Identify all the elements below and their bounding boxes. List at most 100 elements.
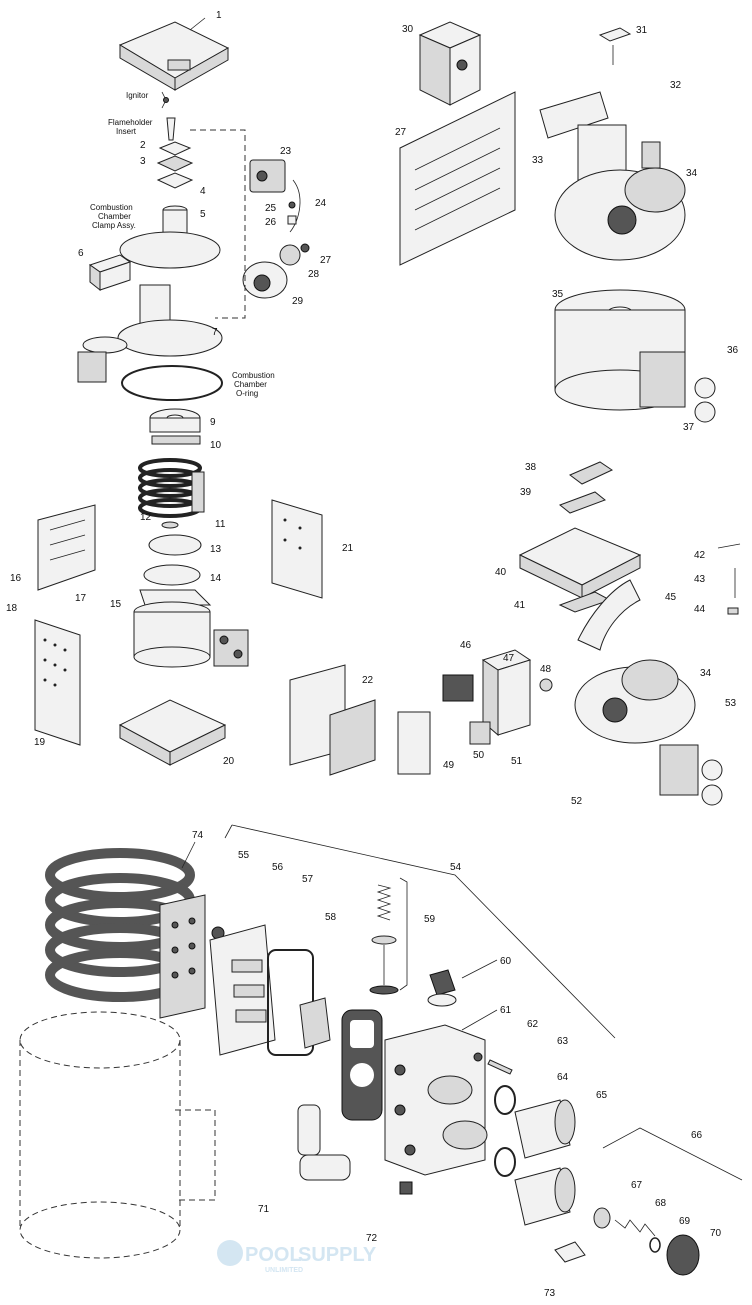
callout-16: 16	[10, 573, 22, 584]
part-62	[473, 1052, 483, 1062]
part-insulation-10	[151, 435, 201, 445]
part-panel-21	[271, 499, 323, 599]
callout-71: 71	[258, 1204, 270, 1215]
part-junction-box-47	[481, 649, 532, 737]
part-combustion-chamber-15	[133, 589, 212, 668]
part-spring-68	[614, 1219, 656, 1237]
callout-48: 48	[540, 664, 552, 675]
part-gasket-plate	[341, 1009, 383, 1121]
callout-26: 26	[265, 217, 277, 228]
callout-28: 28	[308, 269, 320, 280]
callout-2: 2	[140, 140, 146, 151]
callout-50: 50	[473, 750, 485, 761]
part-insulation-ring	[149, 408, 201, 433]
part-oring-64b	[494, 1147, 516, 1177]
callout-70: 70	[710, 1228, 722, 1239]
callout-60: 60	[500, 956, 512, 967]
part-combustion-plate	[117, 284, 223, 357]
part-oring-64a	[494, 1085, 516, 1115]
part-12	[161, 521, 179, 529]
callout-10: 10	[210, 440, 222, 451]
part-38	[569, 461, 614, 485]
callout-72: 72	[366, 1233, 378, 1244]
part-blower-34b	[574, 579, 696, 744]
part-gasket-3	[156, 155, 194, 172]
callout-62: 62	[527, 1019, 539, 1030]
callout-17: 17	[75, 593, 87, 604]
oring-label-1: Combustion	[232, 371, 275, 380]
callout-15: 15	[110, 599, 122, 610]
part-fitting-65b	[514, 1167, 576, 1226]
callout-27b: 27	[395, 127, 407, 138]
callout-63: 63	[557, 1036, 569, 1047]
part-manifold-37	[639, 351, 716, 423]
part-14	[143, 564, 201, 586]
callout-4: 4	[200, 186, 206, 197]
part-chamber-35	[554, 289, 686, 411]
callout-46: 46	[460, 640, 472, 651]
callout-21: 21	[342, 543, 354, 554]
part-27	[300, 243, 310, 253]
clamp-label-3: Clamp Assy.	[92, 221, 136, 230]
flameholder-label-2: Insert	[116, 127, 137, 136]
callout-69: 69	[679, 1216, 691, 1227]
callout-12: 12	[140, 512, 152, 523]
callout-57: 57	[302, 874, 314, 885]
callout-1: 1	[216, 10, 222, 21]
callout-33: 33	[532, 155, 544, 166]
part-panel-22	[289, 664, 376, 776]
callout-9: 9	[210, 417, 216, 428]
part-gas-valve-23	[249, 159, 286, 193]
part-display-33	[539, 91, 627, 181]
part-44	[727, 607, 739, 615]
part-flue-adapter	[88, 254, 132, 292]
part-69	[649, 1237, 661, 1253]
callout-38: 38	[525, 462, 537, 473]
callout-13: 13	[210, 544, 222, 555]
clamp-label-2: Chamber	[98, 212, 131, 221]
part-valve-cap-60	[427, 969, 457, 1007]
watermark-logo: POOL SUPPLY UNLIMITED	[217, 1240, 377, 1274]
callout-65: 65	[596, 1090, 608, 1101]
part-26	[287, 215, 297, 225]
callout-64: 64	[557, 1072, 569, 1083]
part-58	[299, 997, 331, 1049]
callout-27: 27	[320, 255, 332, 266]
callout-31: 31	[636, 25, 648, 36]
callout-6: 6	[78, 248, 84, 259]
part-46	[442, 674, 474, 702]
callout-30: 30	[402, 24, 414, 35]
callout-41: 41	[514, 600, 526, 611]
callout-29: 29	[292, 296, 304, 307]
callout-43: 43	[694, 574, 706, 585]
bracket-54	[231, 824, 616, 1039]
callout-23: 23	[280, 146, 292, 157]
part-cap-70	[666, 1234, 700, 1276]
part-heat-exchanger-coil	[138, 458, 205, 518]
callout-55: 55	[238, 850, 250, 861]
part-baffle-13	[148, 534, 202, 556]
part-gasket-4	[156, 172, 194, 189]
callout-7: 7	[212, 327, 218, 338]
part-blower-29	[242, 261, 288, 299]
callout-40: 40	[495, 567, 507, 578]
part-25	[288, 201, 296, 209]
part-chamber-oring	[121, 365, 223, 401]
callout-22: 22	[362, 675, 374, 686]
callout-36: 36	[727, 345, 739, 356]
callout-54: 54	[450, 862, 462, 873]
callout-34b: 34	[700, 668, 712, 679]
callout-20: 20	[223, 756, 235, 767]
callout-32: 32	[670, 80, 682, 91]
part-top-cover-40	[518, 527, 642, 599]
part-fitting-65a	[514, 1099, 576, 1159]
callout-37: 37	[683, 422, 695, 433]
callout-19: 19	[34, 737, 46, 748]
part-control-box	[77, 336, 128, 383]
part-valve-59	[369, 884, 399, 995]
part-manifold-body	[384, 1024, 488, 1176]
callout-51: 51	[511, 756, 523, 767]
watermark-tagline: UNLIMITED	[265, 1267, 303, 1274]
part-side-panel-16	[37, 504, 96, 591]
